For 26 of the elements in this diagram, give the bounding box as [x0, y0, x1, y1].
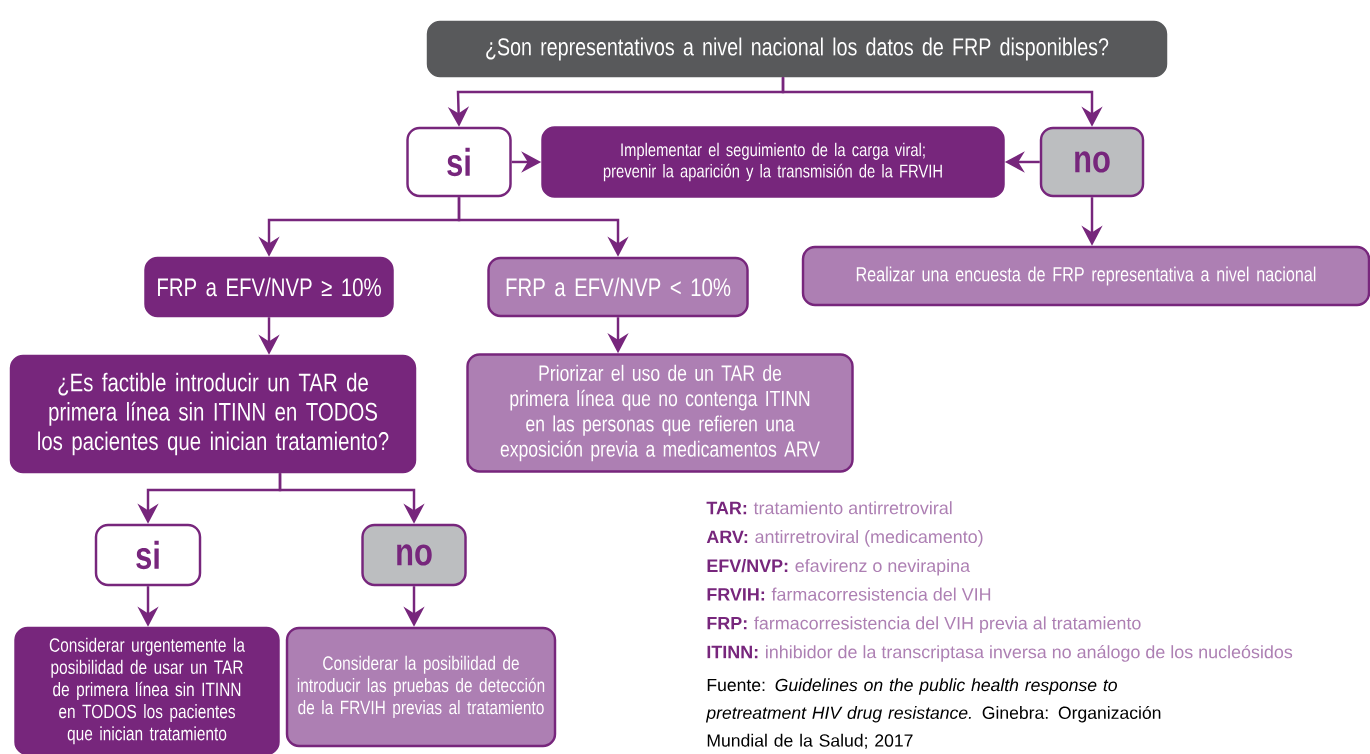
- answer-box: si: [94, 523, 202, 587]
- glossary-definition: tratamiento antirretroviral: [753, 501, 952, 515]
- glossary-term: FRVIH:: [707, 588, 765, 601]
- result-box: FRP a EFV/NVP < 10%: [487, 256, 749, 318]
- answer-box: no: [361, 523, 467, 587]
- glossary-term: ITINN:: [707, 645, 758, 659]
- glossary-definition: efavirenz o nevirapina: [795, 558, 971, 576]
- glossary-definition: farmacorresistencia del VIH previa al tratamiento: [754, 616, 1141, 634]
- question-box: ¿Son representativos a nivel nacional los datos de FRP disponibles?: [426, 20, 1168, 78]
- source-note: Fuente: Guidelines on the public health response to pretreatment HIV drug resistance. Ginebra: Organización Mundial de la Salud; 2017: [705, 678, 1161, 749]
- action-box: Realizar una encuesta de FRP representativa a nivel nacional: [801, 245, 1370, 307]
- answer-box: si: [406, 126, 512, 198]
- glossary-definition: farmacorresistencia del VIH: [771, 587, 991, 601]
- glossary-definition: inhibidor de la transcriptasa inversa no análogo de los nucleósidos: [766, 644, 1293, 662]
- answer-box: no: [1039, 126, 1145, 198]
- question-box: ¿Es factible introducir un TAR de primera línea sin ITINN en TODOS los pacientes que inician tratamiento?: [9, 354, 417, 474]
- action-box: Considerar la posibilidad de introducir las pruebas de detección de la FRVIH previas al tratamiento: [285, 626, 557, 748]
- action-box: Considerar urgentemente la posibilidad de usar un TAR de primera línea sin ITINN en TODOS los pacientes que inician tratamiento: [14, 626, 280, 754]
- glossary-term: TAR:: [706, 501, 747, 515]
- result-box: FRP a EFV/NVP ≥ 10%: [144, 256, 394, 318]
- glossary-definition: antirretroviral (medicamento): [755, 529, 983, 547]
- action-box: Priorizar el uso de un TAR de primera línea que no contenga ITINN en las personas que refieren una exposición previa a medicamentos ARV: [466, 353, 854, 473]
- action-box: Implementar el seguimiento de la carga viral; prevenir la aparición y la transmisión de la FRVIH: [541, 126, 1005, 198]
- glossary-term: ARV:: [706, 530, 748, 543]
- glossary-term: FRP:: [707, 617, 747, 630]
- glossary-term: EFV/NVP:: [707, 558, 788, 573]
